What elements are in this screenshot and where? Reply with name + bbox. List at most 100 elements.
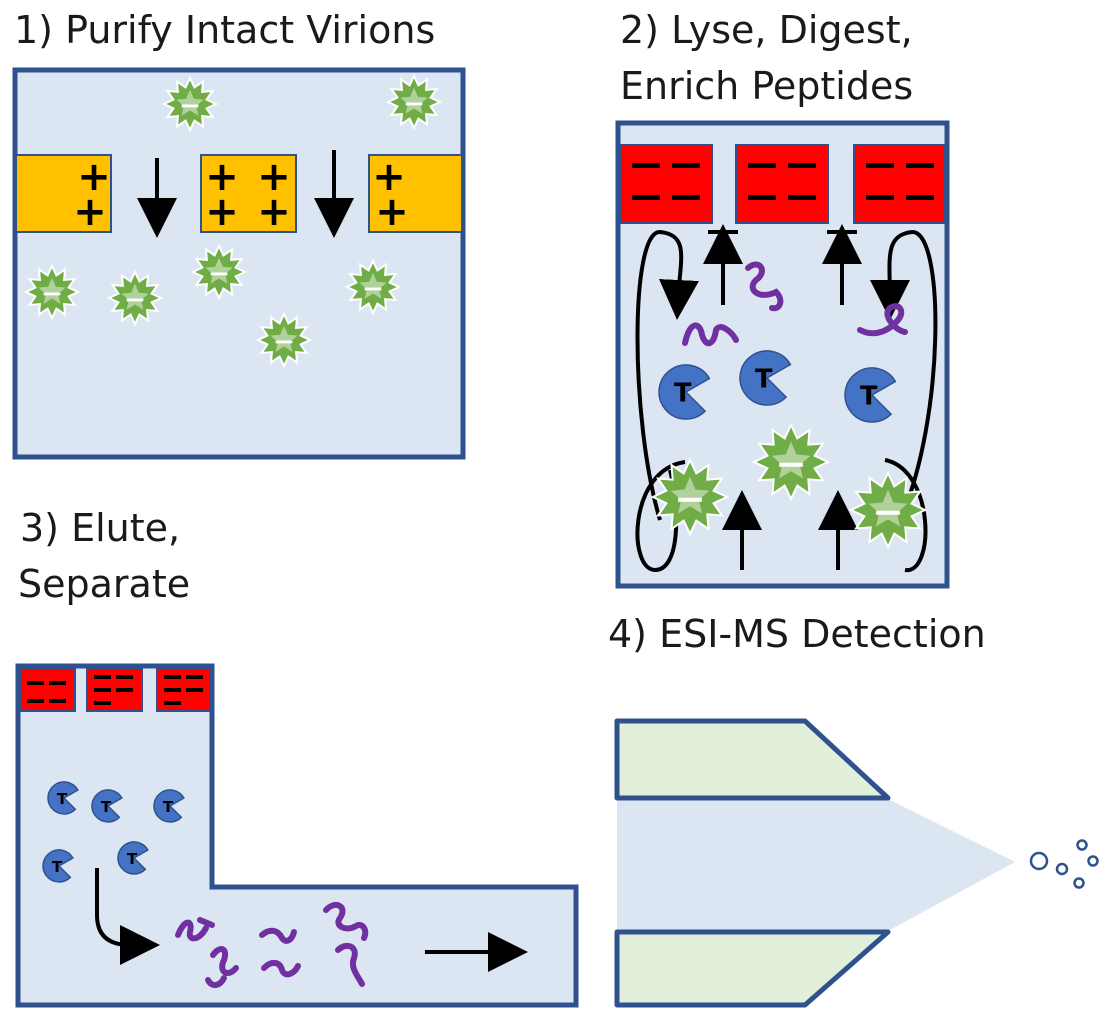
- positive-resin-block: [368, 154, 463, 233]
- peptide: [745, 261, 784, 312]
- enzyme-label: T: [860, 382, 878, 412]
- ion-droplets: [1029, 839, 1099, 889]
- panel-2-title-line-1: 2) Lyse, Digest,: [620, 8, 913, 52]
- negative-charge: [94, 688, 111, 692]
- droplet: [1087, 855, 1099, 867]
- negative-charge: [632, 163, 660, 168]
- emitter-bore: [617, 798, 888, 932]
- positive-charge: +: [73, 189, 107, 235]
- negative-charge: [866, 195, 894, 200]
- peptide: [175, 917, 215, 942]
- virion-particle: [650, 457, 730, 537]
- peptide: [261, 960, 301, 978]
- elution-channel: [15, 663, 579, 1008]
- enzyme-label: T: [57, 790, 68, 808]
- negative-charge: [164, 701, 181, 705]
- negative-resin-block: [735, 144, 829, 224]
- trypsin-enzyme: T: [153, 789, 185, 823]
- negative-charge: [748, 163, 776, 168]
- positive-charge: +: [205, 189, 239, 235]
- trypsin-enzyme: T: [91, 789, 123, 823]
- recirculation-loop: [635, 229, 699, 521]
- negative-resin-block: [19, 667, 76, 712]
- enzyme-label: T: [52, 858, 63, 876]
- enzyme-label: T: [101, 798, 112, 816]
- peptide: [205, 946, 239, 988]
- negative-charge: [866, 163, 894, 168]
- panel-3-title-line-2: Separate: [18, 562, 191, 606]
- recirculation-loop: [869, 229, 938, 521]
- negative-charge: [116, 688, 133, 692]
- panel-4-title: 4) ESI-MS Detection: [608, 612, 986, 656]
- positive-charge: +: [372, 154, 406, 200]
- virion-particle: [190, 243, 248, 301]
- enzyme-label: T: [755, 365, 773, 395]
- negative-charge: [632, 195, 660, 200]
- negative-charge: [27, 699, 44, 703]
- negative-charge: [164, 688, 181, 692]
- panel-4: [614, 718, 1099, 1008]
- positive-charge-glyphs: + + + + + + + +: [73, 154, 409, 235]
- droplet: [1029, 851, 1049, 871]
- enzyme-label: T: [163, 798, 174, 816]
- virion-particle: [751, 422, 831, 502]
- emitter-wall-top: [614, 718, 891, 801]
- droplet: [1055, 862, 1069, 876]
- trypsin-enzyme: T: [844, 367, 897, 423]
- virion-particle: [161, 75, 219, 133]
- negative-charge: [116, 675, 133, 679]
- positive-charge: +: [257, 189, 291, 235]
- negative-charge: [906, 163, 934, 168]
- negative-charge: [906, 195, 934, 200]
- positive-resin-block: [200, 154, 297, 233]
- negative-charges: [27, 675, 203, 705]
- emitter-wall-bottom: [614, 929, 891, 1008]
- virion-particle: [255, 311, 313, 369]
- positive-charge: +: [77, 154, 111, 200]
- peptide: [259, 927, 297, 944]
- peptide: [857, 303, 908, 337]
- virion-particle: [385, 73, 443, 131]
- trypsin-enzyme: T: [47, 781, 79, 815]
- virion-particle: [344, 258, 402, 316]
- negative-charge: [672, 195, 700, 200]
- droplet: [1076, 839, 1088, 851]
- peptide: [323, 901, 369, 941]
- spray-plume: [886, 798, 1015, 932]
- negative-resin-block: [853, 144, 946, 224]
- virion-particle: [848, 470, 928, 550]
- negative-charge: [788, 163, 816, 168]
- panel-3-title-line-1: 3) Elute,: [20, 506, 181, 550]
- virion-particle: [106, 269, 164, 327]
- trypsin-enzyme: T: [117, 841, 149, 875]
- negative-charge: [49, 681, 66, 685]
- peptide: [335, 942, 365, 987]
- negative-resin-block: [619, 144, 713, 224]
- negative-charge: [94, 701, 111, 705]
- panel-1-title: 1) Purify Intact Virions: [14, 8, 436, 52]
- virion-particle: [23, 263, 81, 321]
- positive-charge: +: [257, 154, 291, 200]
- positive-charge: +: [205, 154, 239, 200]
- negative-charges: [632, 163, 934, 200]
- negative-charge: [186, 675, 203, 679]
- positive-resin-block: [15, 154, 112, 233]
- panel-2-title-line-2: Enrich Peptides: [620, 64, 914, 108]
- enzyme-label: T: [127, 850, 138, 868]
- panel-1: + + + + + + + +: [12, 67, 466, 460]
- trypsin-enzyme: T: [42, 849, 74, 883]
- elution-arrow: [95, 868, 160, 965]
- negative-charge: [748, 195, 776, 200]
- negative-charge: [164, 675, 181, 679]
- trypsin-enzyme: T: [658, 364, 711, 420]
- negative-charge: [49, 699, 66, 703]
- recirculation-loop: [884, 458, 928, 573]
- trypsin-enzyme: T: [739, 350, 792, 406]
- peptide: [682, 322, 739, 347]
- negative-charge: [27, 681, 44, 685]
- positive-charge: +: [375, 189, 409, 235]
- negative-charge: [186, 688, 203, 692]
- panel-3: T T T T T: [15, 663, 579, 1008]
